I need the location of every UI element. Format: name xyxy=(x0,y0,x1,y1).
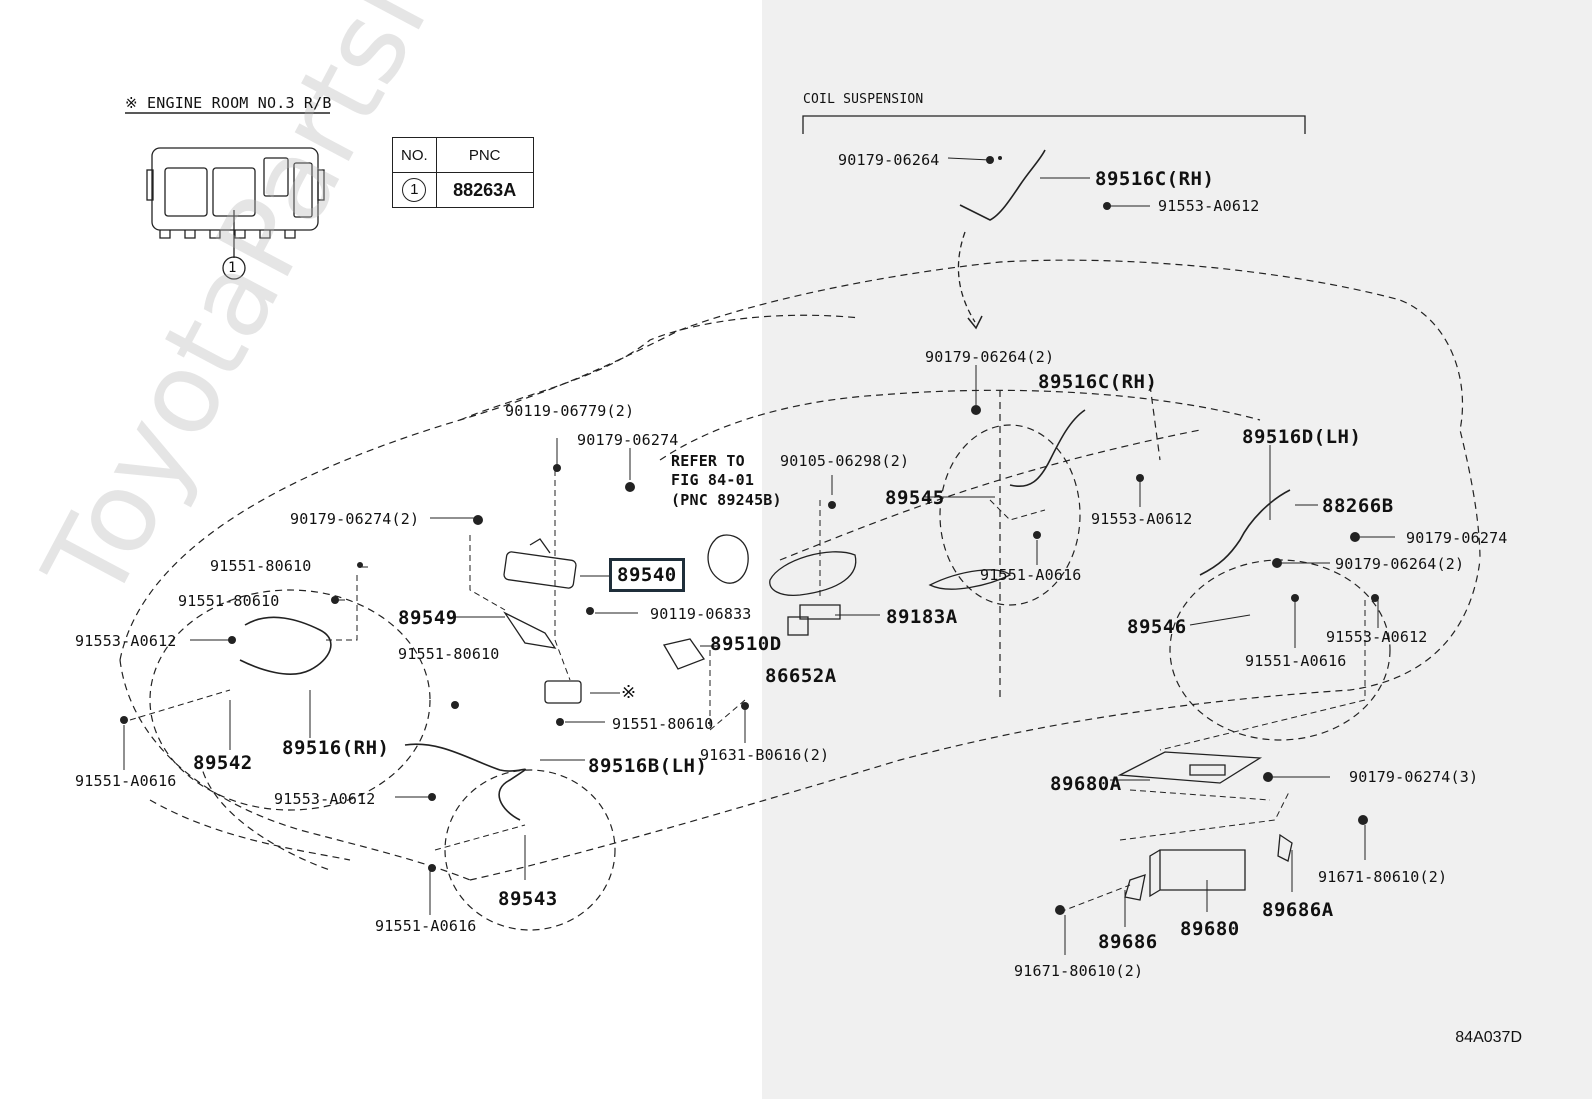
part-label[interactable]: 89546 xyxy=(1127,616,1187,638)
part-label[interactable]: 90179-06274(3) xyxy=(1349,768,1479,786)
part-label[interactable]: 90119-06833 xyxy=(650,605,752,623)
part-label[interactable]: 91551-A0616 xyxy=(1245,652,1347,670)
part-label[interactable]: 91553-A0612 xyxy=(1158,197,1260,215)
part-label[interactable]: 90179-06264 xyxy=(838,151,940,169)
part-label[interactable]: 90179-06274(2) xyxy=(290,510,420,528)
part-label[interactable]: 91631-B0616(2) xyxy=(700,746,830,764)
part-label[interactable]: 89183A xyxy=(886,606,958,628)
part-label[interactable]: 91551-80610 xyxy=(398,645,500,663)
refer-line-1[interactable]: REFER TO xyxy=(671,452,745,470)
part-label[interactable]: 89680A xyxy=(1050,773,1122,795)
part-label[interactable]: 89545 xyxy=(885,487,945,509)
part-label[interactable]: 91553-A0612 xyxy=(1326,628,1428,646)
part-label[interactable]: 91551-80610 xyxy=(178,592,280,610)
pnc-row-value[interactable]: 88263A xyxy=(435,172,534,208)
part-label[interactable]: 89516C(RH) xyxy=(1095,168,1215,190)
part-label[interactable]: 91551-A0616 xyxy=(75,772,177,790)
part-label[interactable]: 90179-06274 xyxy=(577,431,679,449)
pnc-col-pnc: PNC xyxy=(435,137,534,173)
part-label[interactable]: 86652A xyxy=(765,665,837,687)
pnc-row-no: 1 xyxy=(392,172,437,208)
part-label[interactable]: 91551-80610 xyxy=(210,557,312,575)
part-label[interactable]: 88266B xyxy=(1322,495,1394,517)
part-label[interactable]: 89686A xyxy=(1262,899,1334,921)
part-label[interactable]: 89686 xyxy=(1098,931,1158,953)
part-label[interactable]: 89680 xyxy=(1180,918,1240,940)
part-label[interactable]: 89543 xyxy=(498,888,558,910)
refer-line-3[interactable]: (PNC 89245B) xyxy=(671,491,782,509)
number-circle: 1 xyxy=(402,178,427,202)
shaded-panel xyxy=(762,0,1592,1099)
part-label[interactable]: 91553-A0612 xyxy=(1091,510,1193,528)
part-label[interactable]: 91551-A0616 xyxy=(980,566,1082,584)
part-label[interactable]: 89542 xyxy=(193,752,253,774)
highlight-box xyxy=(609,558,685,592)
part-label[interactable]: 91671-80610(2) xyxy=(1318,868,1448,886)
part-label[interactable]: 89516C(RH) xyxy=(1038,371,1158,393)
part-label[interactable]: 90119-06779(2) xyxy=(505,402,635,420)
part-label[interactable]: 89549 xyxy=(398,607,458,629)
pnc-table: NO. PNC 1 88263A xyxy=(392,137,534,208)
part-label[interactable]: 91553-A0612 xyxy=(75,632,177,650)
refer-line-2[interactable]: FIG 84-01 xyxy=(671,471,755,489)
part-label[interactable]: 90105-06298(2) xyxy=(780,452,910,470)
part-label[interactable]: 91671-80610(2) xyxy=(1014,962,1144,980)
part-label[interactable]: 90179-06264(2) xyxy=(925,348,1055,366)
highlighted-part-label[interactable]: 89540 xyxy=(617,564,677,586)
part-label[interactable]: 89516B(LH) xyxy=(588,755,708,777)
part-label[interactable]: 89510D xyxy=(710,633,782,655)
part-label[interactable]: 91553-A0612 xyxy=(274,790,376,808)
engine-room-header: ※ ENGINE ROOM NO.3 R/B xyxy=(125,94,332,112)
figure-id: 84A037D xyxy=(1455,1029,1522,1046)
pnc-col-no: NO. xyxy=(392,137,437,173)
inset-callout-number: 1 xyxy=(228,260,237,276)
part-label[interactable]: 90179-06274 xyxy=(1406,529,1508,547)
part-label[interactable]: ※ xyxy=(621,682,637,703)
part-label[interactable]: 90179-06264(2) xyxy=(1335,555,1465,573)
part-label[interactable]: 89516(RH) xyxy=(282,737,390,759)
part-label[interactable]: 89516D(LH) xyxy=(1242,426,1362,448)
coil-suspension-header: COIL SUSPENSION xyxy=(803,92,924,107)
part-label[interactable]: 91551-A0616 xyxy=(375,917,477,935)
part-label[interactable]: 91551-80610 xyxy=(612,715,714,733)
relay-box-drawing xyxy=(146,147,325,280)
